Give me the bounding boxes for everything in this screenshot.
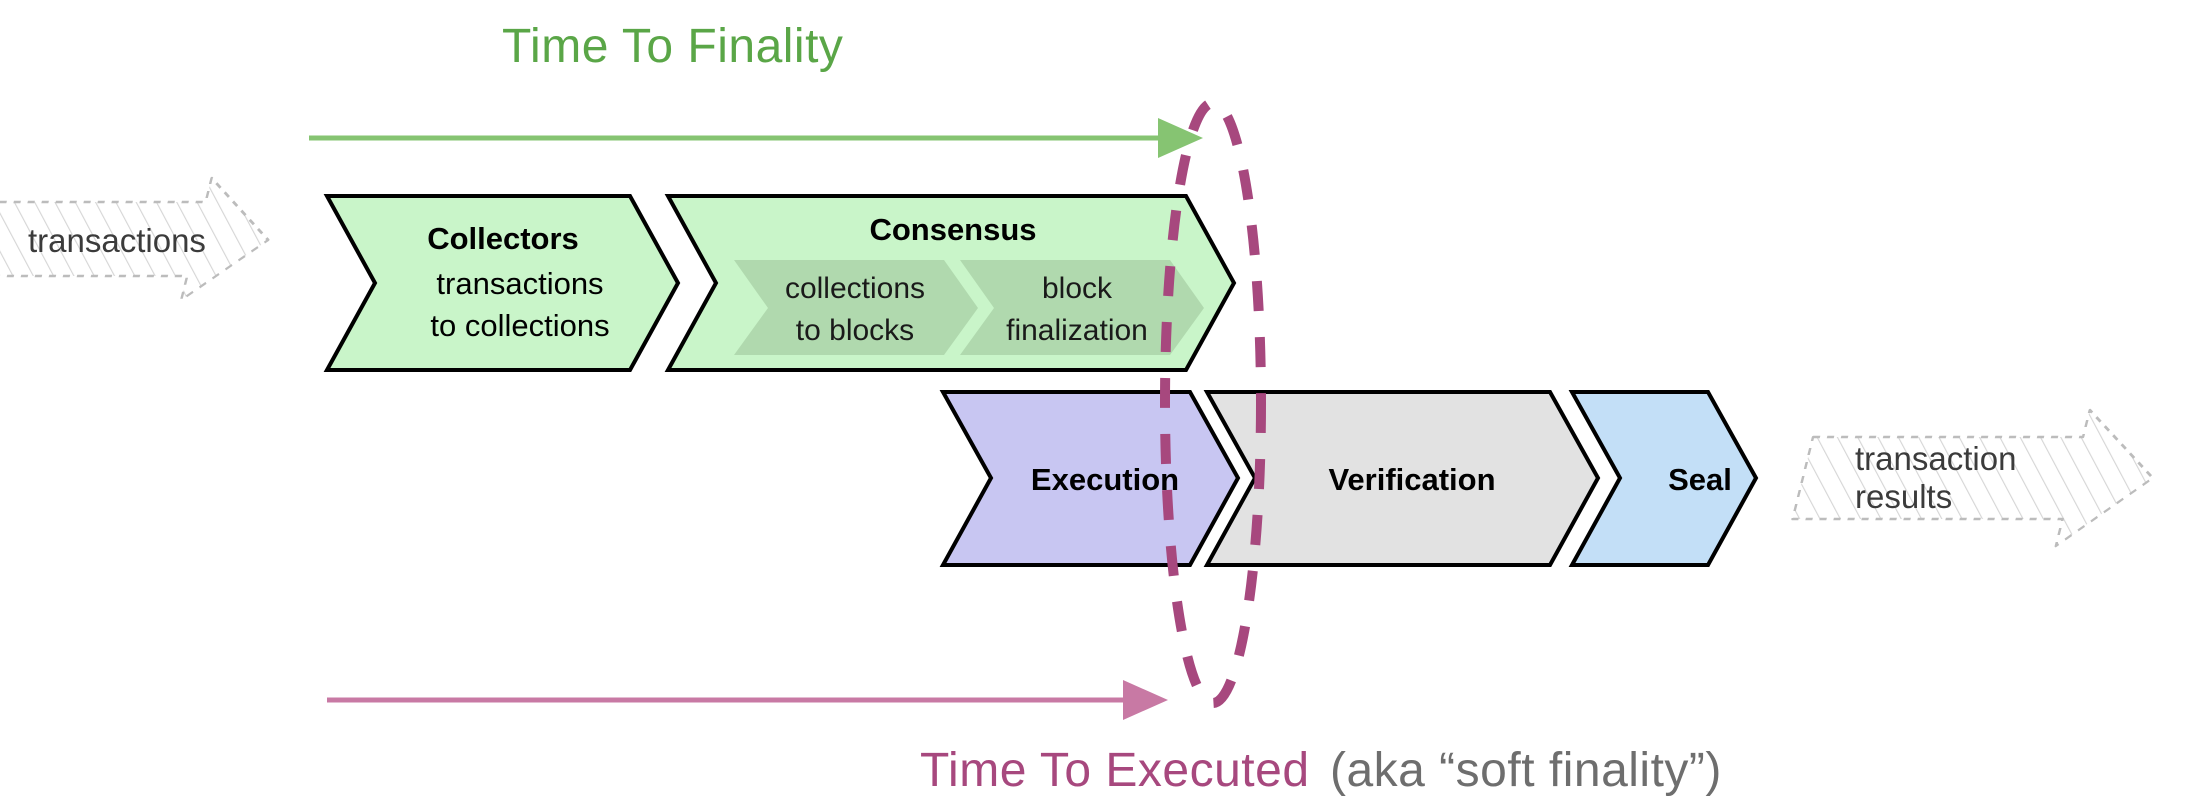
output-label-line1: transaction [1855, 440, 2016, 477]
output-ghost-arrow-shape [1791, 408, 2155, 548]
time-to-executed-title-group: Time To Executed (aka “soft finality”) [920, 744, 1722, 797]
output-ghost-arrow: transaction results [1791, 408, 2155, 548]
collectors-sub-line2: to collections [430, 308, 609, 343]
finality-boundary-ellipse [1160, 98, 1266, 708]
time-to-finality-title: Time To Finality [502, 20, 843, 73]
time-to-executed-subtitle: (aka “soft finality”) [1330, 744, 1722, 797]
consensus-inner-block-finalization[interactable]: block finalization [960, 260, 1204, 355]
consensus-inner-2-shape [960, 260, 1204, 355]
input-ghost-arrow-shape [0, 176, 270, 302]
consensus-chevron[interactable]: Consensus collections to blocks block fi… [664, 194, 1237, 372]
collectors-chevron[interactable]: Collectors transactions to collections [323, 194, 681, 372]
consensus-inner-1-shape [734, 260, 978, 355]
consensus-inner-2-line2: finalization [1006, 314, 1148, 347]
collectors-sub-line1: transactions [436, 266, 603, 301]
collectors-chevron-shape [323, 194, 681, 372]
consensus-inner-2-line1: block [1042, 272, 1113, 305]
execution-title: Execution [1031, 462, 1179, 497]
seal-chevron[interactable]: Seal [1568, 390, 1759, 567]
consensus-title: Consensus [869, 212, 1036, 247]
input-ghost-arrow: transactions [0, 176, 270, 302]
collectors-title: Collectors [427, 221, 579, 256]
consensus-inner-collections-to-blocks[interactable]: collections to blocks [734, 260, 978, 355]
time-to-executed-title: Time To Executed [920, 744, 1310, 797]
execution-chevron[interactable]: Execution [939, 390, 1241, 567]
input-label: transactions [28, 222, 206, 259]
seal-chevron-shape [1568, 390, 1759, 567]
output-label-line2: results [1855, 478, 1952, 515]
consensus-inner-1-line1: collections [785, 272, 925, 305]
verification-title: Verification [1328, 462, 1495, 497]
seal-title: Seal [1668, 462, 1732, 497]
consensus-inner-1-line2: to blocks [796, 314, 914, 347]
